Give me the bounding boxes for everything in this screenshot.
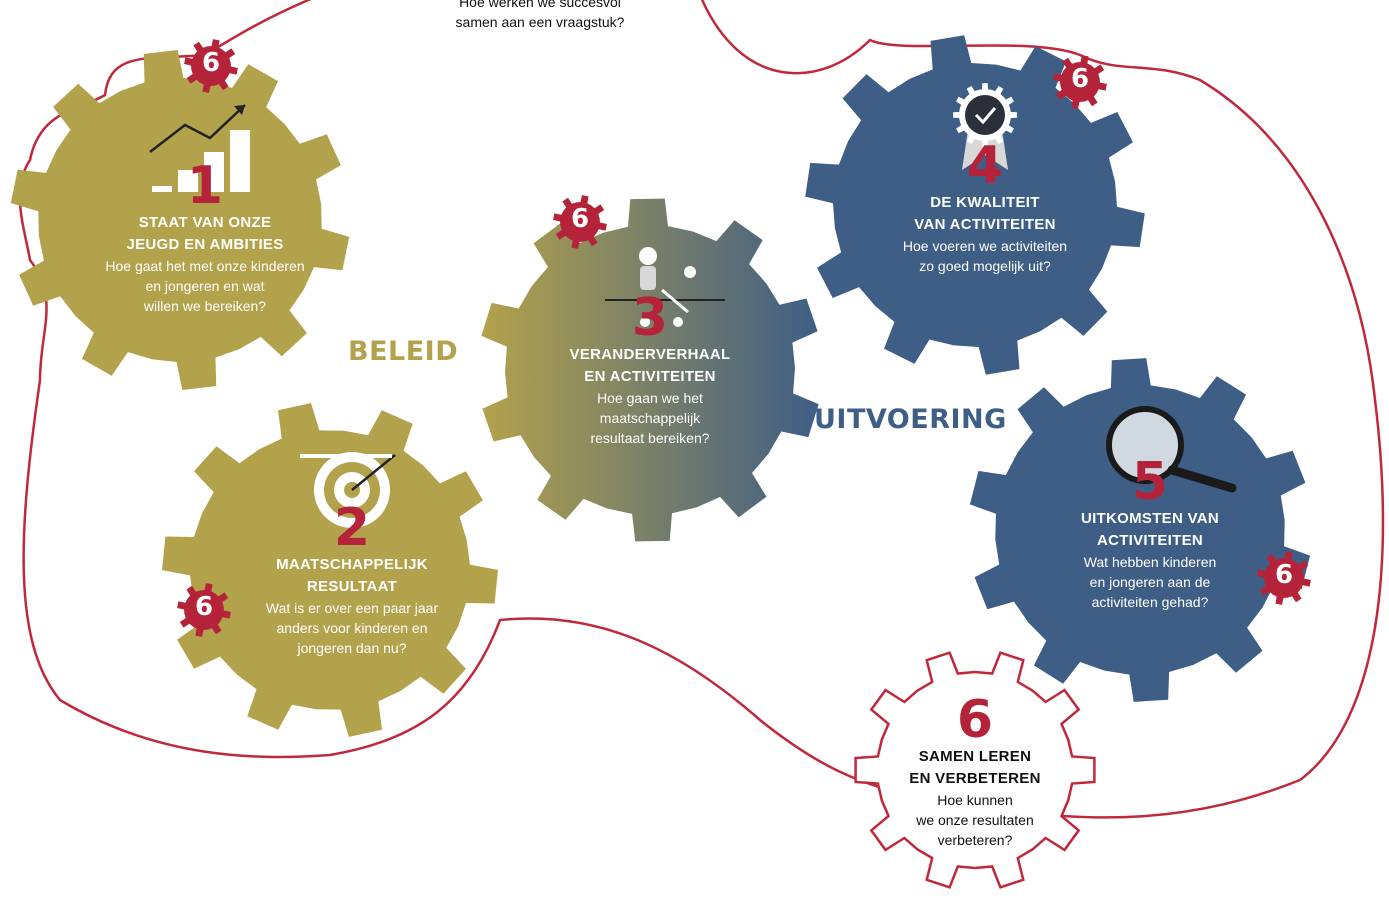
gear-4-number: 4 bbox=[966, 136, 1004, 196]
gear-1-number: 1 bbox=[186, 156, 224, 216]
gear-4-title-line1: DE KWALITEIT bbox=[930, 194, 1040, 211]
gear-2-title-line1: MAATSCHAPPELIJK bbox=[276, 556, 428, 573]
gear-3-sub-line3: resultaat bereiken? bbox=[590, 430, 710, 446]
gear-3-text: 3 VERANDERVERHAAL EN ACTIVITEITEN Hoe ga… bbox=[530, 292, 770, 448]
uitvoering-label: UITVOERING bbox=[814, 404, 1007, 435]
gear-3-sub-line1: Hoe gaan we het bbox=[597, 390, 703, 406]
badge-6-gear-2-icon bbox=[177, 583, 231, 637]
gear-2-title-line2: RESULTAAT bbox=[306, 578, 398, 595]
growth-bar-chart-icon bbox=[149, 104, 250, 192]
top-question: Hoe werken we succesvol samen aan een vr… bbox=[430, 0, 650, 32]
gear-6-shape bbox=[854, 651, 1096, 889]
gear-5-sub-line3: activiteiten gehad? bbox=[1091, 594, 1209, 610]
gear-6-title-line1: SAMEN LEREN bbox=[918, 748, 1032, 765]
gear-1-sub-line1: Hoe gaat het met onze kinderen bbox=[105, 258, 305, 274]
gear-1-shape bbox=[10, 50, 350, 390]
gear-5-title-line1: UITKOMSTEN VAN bbox=[1080, 510, 1220, 527]
gear-2-sub-line1: Wat is er over een paar jaar bbox=[265, 600, 439, 616]
gear-6-text: 6 SAMEN LEREN EN VERBETEREN Hoe kunnen w… bbox=[870, 694, 1080, 850]
gear-3-shape bbox=[481, 198, 819, 542]
badge-6-gear-1-icon bbox=[184, 39, 238, 93]
gear-5-title-line2: ACTIVITEITEN bbox=[1096, 532, 1204, 549]
badge-6-gear-3-label: 6 bbox=[570, 204, 590, 234]
gear-6-sub-line2: we onze resultaten bbox=[916, 812, 1034, 828]
gear-2-sub-line3: jongeren dan nu? bbox=[297, 640, 407, 656]
quality-award-icon bbox=[953, 83, 1017, 170]
gear-5-sub-line1: Wat hebben kinderen bbox=[1083, 554, 1217, 570]
badge-6-gear-2-label: 6 bbox=[194, 592, 214, 622]
gear-1-text: 1 STAAT VAN ONZE JEUGD EN AMBITIES Hoe g… bbox=[70, 160, 340, 316]
gear-1-title-line2: JEUGD EN AMBITIES bbox=[126, 236, 284, 253]
gear-5-text: 5 UITKOMSTEN VAN ACTIVITEITEN Wat hebben… bbox=[1030, 456, 1270, 612]
gear-5-shape bbox=[969, 358, 1311, 702]
gear-5-sub-line2: en jongeren aan de bbox=[1089, 574, 1211, 590]
gear-2-number: 2 bbox=[333, 498, 371, 558]
gear-5-number: 5 bbox=[1131, 452, 1169, 512]
gear-4-sub-line2: zo goed mogelijk uit? bbox=[919, 258, 1051, 274]
gear-6-sub-line3: verbeteren? bbox=[937, 832, 1013, 848]
gear-6-title-line2: EN VERBETEREN bbox=[909, 770, 1041, 787]
gear-6-number: 6 bbox=[956, 690, 994, 750]
gear-1-sub-line3: willen we bereiken? bbox=[143, 298, 267, 314]
top-question-line2: samen aan een vraagstuk? bbox=[455, 14, 625, 30]
gear-4-title-line2: VAN ACTIVITEITEN bbox=[914, 216, 1056, 233]
gear-4-text: 4 DE KWALITEIT VAN ACTIVITEITEN Hoe voer… bbox=[860, 140, 1110, 276]
badge-6-gear-3-icon bbox=[553, 195, 607, 249]
gear-6-sub-line1: Hoe kunnen bbox=[937, 792, 1013, 808]
magnifying-glass-icon bbox=[1106, 406, 1237, 493]
badge-6-gear-1-label: 6 bbox=[201, 48, 221, 78]
badge-6-gear-5-label: 6 bbox=[1274, 560, 1294, 590]
gear-1-title-line1: STAAT VAN ONZE bbox=[138, 214, 272, 231]
gear-3-title-line1: VERANDERVERHAAL bbox=[569, 346, 731, 363]
gear-1-sub-line2: en jongeren en wat bbox=[145, 278, 265, 294]
gear-3-number: 3 bbox=[631, 288, 669, 348]
badge-6-gear-4-icon bbox=[1053, 55, 1107, 109]
child-on-scooter-icon bbox=[605, 247, 725, 327]
gear-2-text: 2 MAATSCHAPPELIJK RESULTAAT Wat is er ov… bbox=[222, 502, 482, 658]
gear-4-sub-line1: Hoe voeren we activiteiten bbox=[902, 238, 1068, 254]
gear-4-shape bbox=[805, 35, 1145, 375]
gear-3-title-line2: EN ACTIVITEITEN bbox=[584, 368, 716, 385]
gear-2-shape bbox=[162, 403, 498, 737]
badge-6-gear-4-label: 6 bbox=[1070, 64, 1090, 94]
badge-6-gear-5-icon bbox=[1257, 551, 1311, 605]
gear-3-sub-line2: maatschappelijk bbox=[599, 410, 701, 426]
gear-2-sub-line2: anders voor kinderen en bbox=[276, 620, 428, 636]
top-question-line1: Hoe werken we succesvol bbox=[459, 0, 621, 10]
beleid-label: BELEID bbox=[348, 336, 459, 367]
target-arrow-icon bbox=[300, 452, 396, 528]
